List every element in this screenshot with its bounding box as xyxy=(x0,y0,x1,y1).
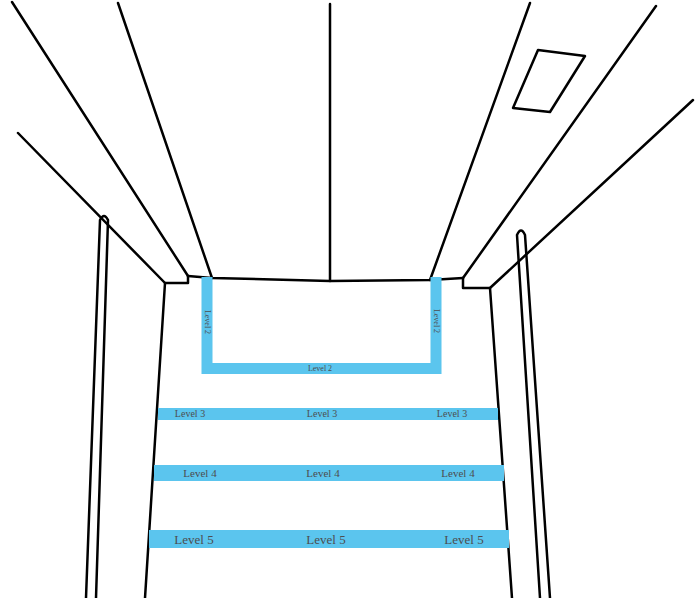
wall-edge xyxy=(18,133,188,283)
level-label: Level 2 xyxy=(308,365,332,373)
level-label: Level 5 xyxy=(174,533,213,546)
u-band-stroke xyxy=(207,277,436,369)
level-label: Level 4 xyxy=(306,468,339,479)
level-label: Level 3 xyxy=(307,409,337,419)
ceiling-line xyxy=(430,3,530,280)
handrail xyxy=(86,216,108,598)
level-label: Level 2 xyxy=(203,310,211,334)
ceiling-line xyxy=(329,4,332,281)
level-band: Level 3 Level 3 Level 3 xyxy=(158,408,498,420)
u-band-shape xyxy=(200,277,445,375)
level-label: Level 5 xyxy=(444,533,483,546)
level-label: Level 2 xyxy=(432,309,440,333)
wall-edge xyxy=(463,100,693,288)
ceiling-line xyxy=(463,6,656,278)
back-wall-edge xyxy=(188,276,463,281)
level-band-u: Level 2 Level 2 Level 2 xyxy=(200,277,445,375)
level-band: Level 5 Level 5 Level 5 xyxy=(149,530,509,548)
ceiling-line xyxy=(118,3,212,278)
floor-edge xyxy=(145,283,165,598)
level-label: Level 3 xyxy=(175,409,205,419)
level-label: Level 4 xyxy=(183,468,216,479)
handrail xyxy=(517,231,550,598)
level-band: Level 4 Level 4 Level 4 xyxy=(154,465,504,481)
floor-edge xyxy=(490,288,512,598)
skylight xyxy=(513,50,585,112)
level-label: Level 4 xyxy=(441,468,474,479)
level-label: Level 3 xyxy=(437,409,467,419)
level-label: Level 5 xyxy=(306,533,345,546)
